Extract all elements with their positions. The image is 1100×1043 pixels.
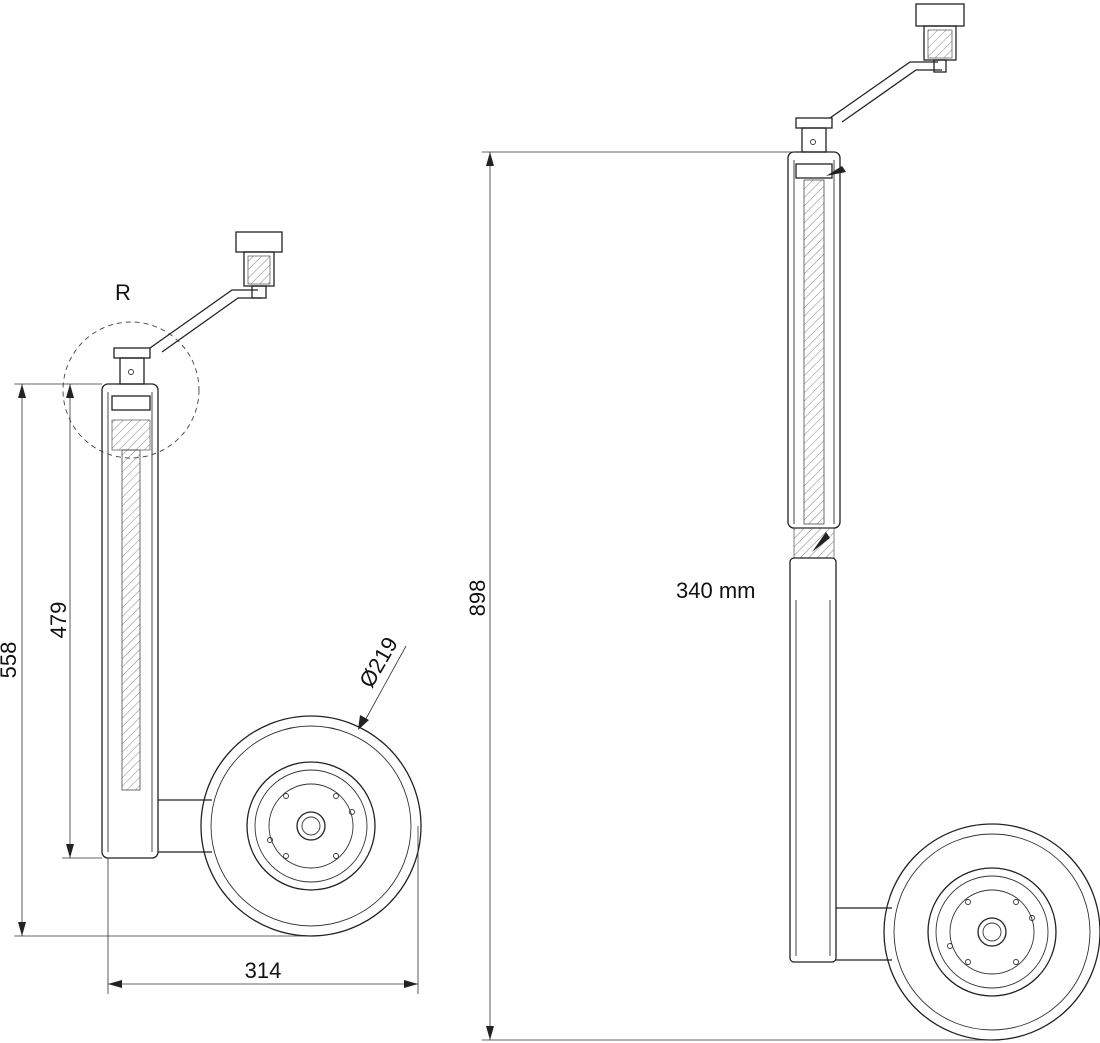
left-outer-tube [101,383,159,859]
dimension-479 [62,384,102,859]
right-wheel [883,823,1100,1041]
left-top-cap [113,347,151,359]
dimension-898 [482,151,992,1041]
stroke-length-label: 340 mm [676,578,755,603]
height-inner-left-label: 479 [46,602,71,639]
right-inner-tube [789,557,837,963]
left-wheel [200,715,422,937]
width-bottom-label: 314 [245,958,282,983]
dimension-558 [14,383,311,937]
left-spindle [121,449,141,791]
detail-callout-label: R [115,280,131,305]
left-view: R 558 479 Ø219 314 [0,231,422,994]
height-total-left-label: 558 [0,642,21,679]
left-crank-arm [149,289,262,353]
height-total-right-label: 898 [465,580,490,617]
left-handle-knob [235,231,283,299]
wheel-diameter-label: Ø219 [354,633,403,692]
right-crank-arm [829,61,942,123]
dimension-314 [107,826,419,994]
dimension-diameter [358,645,407,730]
right-view: 898 340 mm [465,3,1100,1041]
right-handle-knob [915,3,965,73]
right-fork [836,907,892,961]
left-fork [158,799,212,853]
right-top-cap [795,117,833,129]
right-spindle [803,179,825,525]
detail-circle [62,321,200,459]
